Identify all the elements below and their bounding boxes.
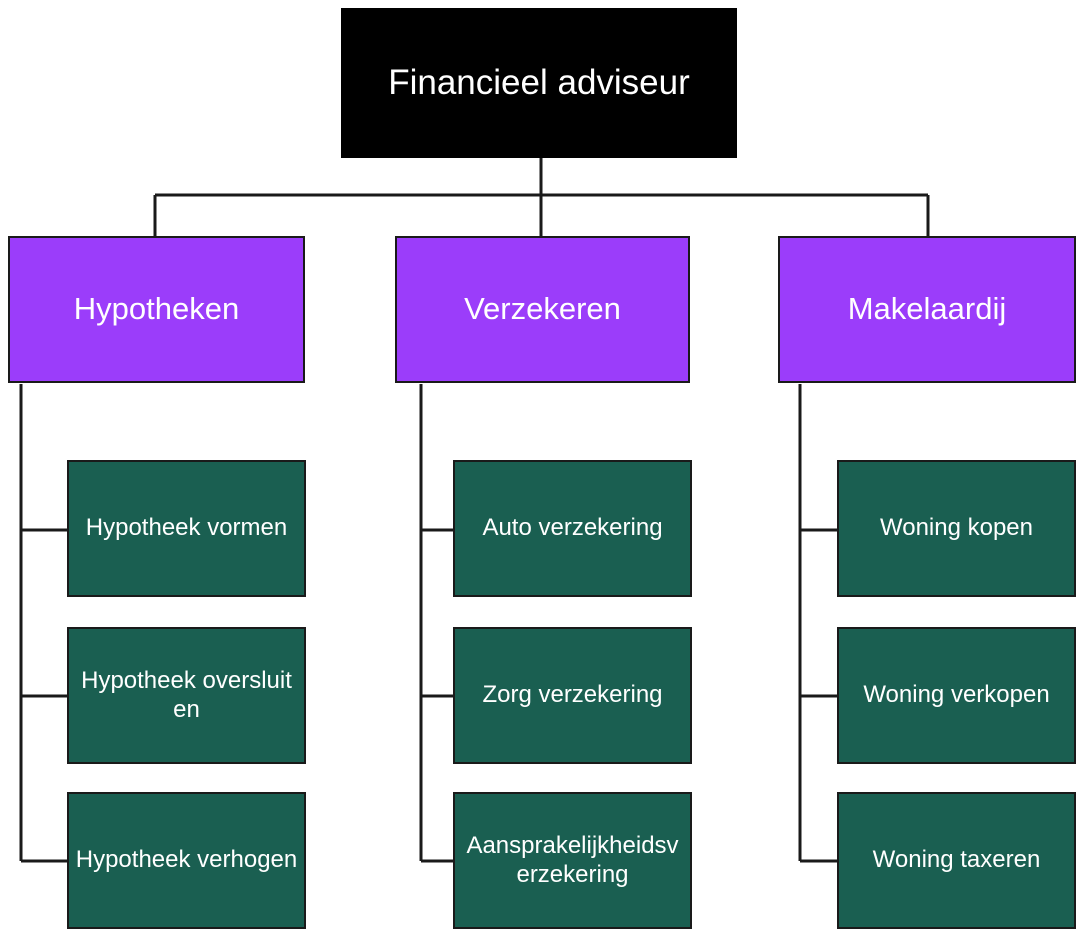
node-leaf-woning-taxeren-label: Woning taxeren [872,846,1041,874]
node-leaf-woning-verkopen[interactable]: Woning verkopen [837,627,1076,764]
node-branch-makelaardij-label: Makelaardij [847,291,1007,327]
node-leaf-woning-taxeren[interactable]: Woning taxeren [837,792,1076,929]
node-leaf-woning-kopen-label: Woning kopen [880,514,1033,542]
node-leaf-hypotheek-vormen-label: Hypotheek vormen [85,514,288,542]
node-leaf-hypotheek-oversluiten[interactable]: Hypotheek oversluiten [67,627,306,764]
node-leaf-hypotheek-oversluiten-label: Hypotheek oversluiten [81,667,292,723]
node-root-label: Financieel adviseur [388,63,690,103]
node-leaf-aansprakelijkheidsverzekering[interactable]: Aansprakelijkheidsverzekering [453,792,692,929]
node-leaf-zorg-verzekering[interactable]: Zorg verzekering [453,627,692,764]
node-leaf-auto-verzekering[interactable]: Auto verzekering [453,460,692,597]
node-branch-verzekeren[interactable]: Verzekeren [395,236,690,383]
node-leaf-aansprakelijkheidsverzekering-label: Aansprakelijkheidsverzekering [466,832,679,888]
node-root[interactable]: Financieel adviseur [341,8,737,158]
node-leaf-hypotheek-verhogen-label: Hypotheek verhogen [75,846,298,874]
node-leaf-hypotheek-vormen[interactable]: Hypotheek vormen [67,460,306,597]
node-branch-makelaardij[interactable]: Makelaardij [778,236,1076,383]
node-leaf-hypotheek-verhogen[interactable]: Hypotheek verhogen [67,792,306,929]
node-leaf-zorg-verzekering-label: Zorg verzekering [482,681,663,709]
node-branch-hypotheken-label: Hypotheken [73,291,240,327]
node-branch-hypotheken[interactable]: Hypotheken [8,236,305,383]
node-leaf-auto-verzekering-label: Auto verzekering [482,514,663,542]
node-branch-verzekeren-label: Verzekeren [464,291,621,327]
node-leaf-woning-kopen[interactable]: Woning kopen [837,460,1076,597]
node-leaf-woning-verkopen-label: Woning verkopen [863,681,1050,709]
